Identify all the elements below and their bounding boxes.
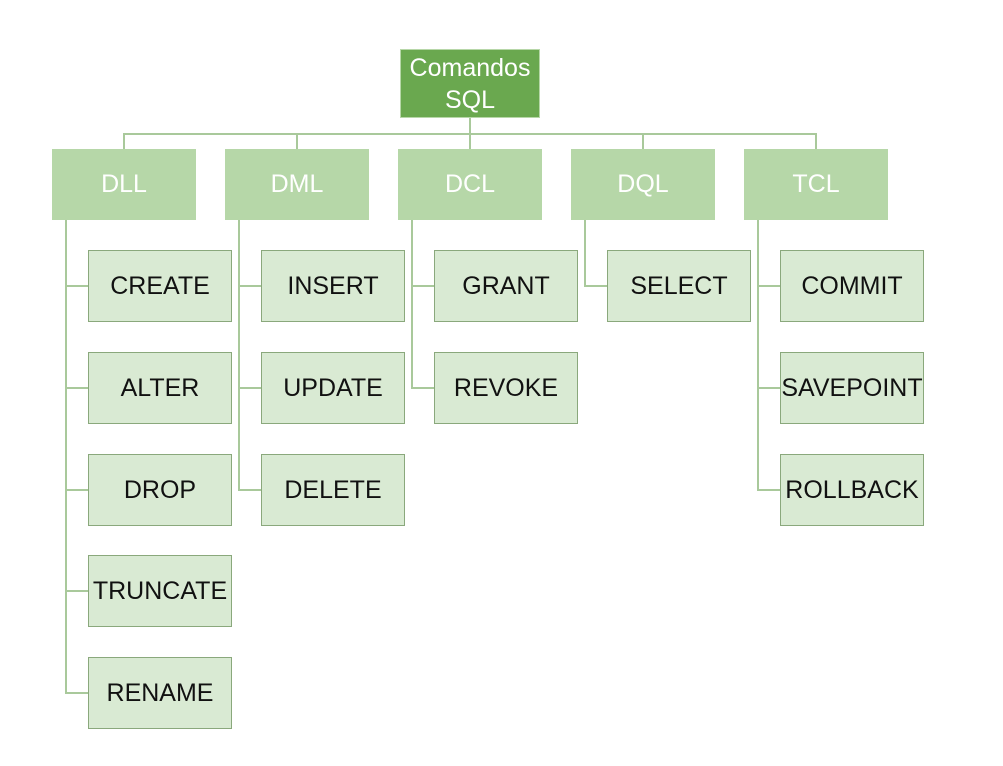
command-node-update: UPDATE	[261, 352, 405, 424]
branch-line-dml-0	[238, 285, 261, 287]
command-node-commit: COMMIT	[780, 250, 924, 322]
root-label: Comandos SQL	[409, 53, 531, 114]
branch-line-dml-2	[238, 489, 261, 491]
stem-line-dml	[238, 220, 240, 491]
category-connector-tcl	[815, 133, 817, 149]
branch-line-dll-2	[65, 489, 88, 491]
command-node-drop: DROP	[88, 454, 232, 526]
command-label: ROLLBACK	[785, 475, 919, 504]
command-label: RENAME	[106, 678, 214, 707]
branch-line-dml-1	[238, 387, 261, 389]
command-label: GRANT	[462, 271, 550, 300]
category-connector-dcl	[469, 133, 471, 149]
root-node-comandos-sql: Comandos SQL	[400, 49, 540, 118]
command-node-rename: RENAME	[88, 657, 232, 729]
command-node-rollback: ROLLBACK	[780, 454, 924, 526]
branch-line-dll-1	[65, 387, 88, 389]
command-label: ALTER	[120, 373, 200, 402]
stem-line-dql	[584, 220, 586, 287]
command-node-delete: DELETE	[261, 454, 405, 526]
category-label: DML	[270, 170, 324, 198]
command-label: INSERT	[287, 271, 379, 300]
branch-line-dll-3	[65, 590, 88, 592]
command-node-create: CREATE	[88, 250, 232, 322]
category-label: DCL	[444, 170, 495, 198]
command-node-select: SELECT	[607, 250, 751, 322]
category-connector-dql	[642, 133, 644, 149]
category-connector-dml	[296, 133, 298, 149]
command-label: SAVEPOINT	[781, 373, 923, 402]
branch-line-dcl-1	[411, 387, 434, 389]
command-node-revoke: REVOKE	[434, 352, 578, 424]
stem-line-dcl	[411, 220, 413, 389]
branch-line-tcl-0	[757, 285, 780, 287]
command-node-savepoint: SAVEPOINT	[780, 352, 924, 424]
branch-line-tcl-2	[757, 489, 780, 491]
command-label: REVOKE	[453, 373, 559, 402]
branch-line-dll-0	[65, 285, 88, 287]
category-node-dcl: DCL	[398, 149, 542, 220]
category-node-tcl: TCL	[744, 149, 888, 220]
command-label: COMMIT	[801, 271, 903, 300]
branch-line-dll-4	[65, 692, 88, 694]
category-label: DLL	[101, 170, 147, 198]
category-node-dql: DQL	[571, 149, 715, 220]
command-label: SELECT	[630, 271, 728, 300]
command-node-insert: INSERT	[261, 250, 405, 322]
category-connector-dll	[123, 133, 125, 149]
command-label: DROP	[123, 475, 197, 504]
stem-line-tcl	[757, 220, 759, 491]
stem-line-dll	[65, 220, 67, 694]
category-node-dll: DLL	[52, 149, 196, 220]
command-label: DELETE	[284, 475, 382, 504]
command-node-truncate: TRUNCATE	[88, 555, 232, 627]
category-node-dml: DML	[225, 149, 369, 220]
command-label: UPDATE	[283, 373, 383, 402]
command-node-grant: GRANT	[434, 250, 578, 322]
category-label: DQL	[617, 170, 669, 198]
command-label: CREATE	[110, 271, 210, 300]
category-label: TCL	[792, 170, 840, 198]
command-label: TRUNCATE	[92, 576, 228, 605]
branch-line-tcl-1	[757, 387, 780, 389]
root-connector-line	[469, 118, 471, 134]
command-node-alter: ALTER	[88, 352, 232, 424]
branch-line-dql-0	[584, 285, 607, 287]
branch-line-dcl-0	[411, 285, 434, 287]
